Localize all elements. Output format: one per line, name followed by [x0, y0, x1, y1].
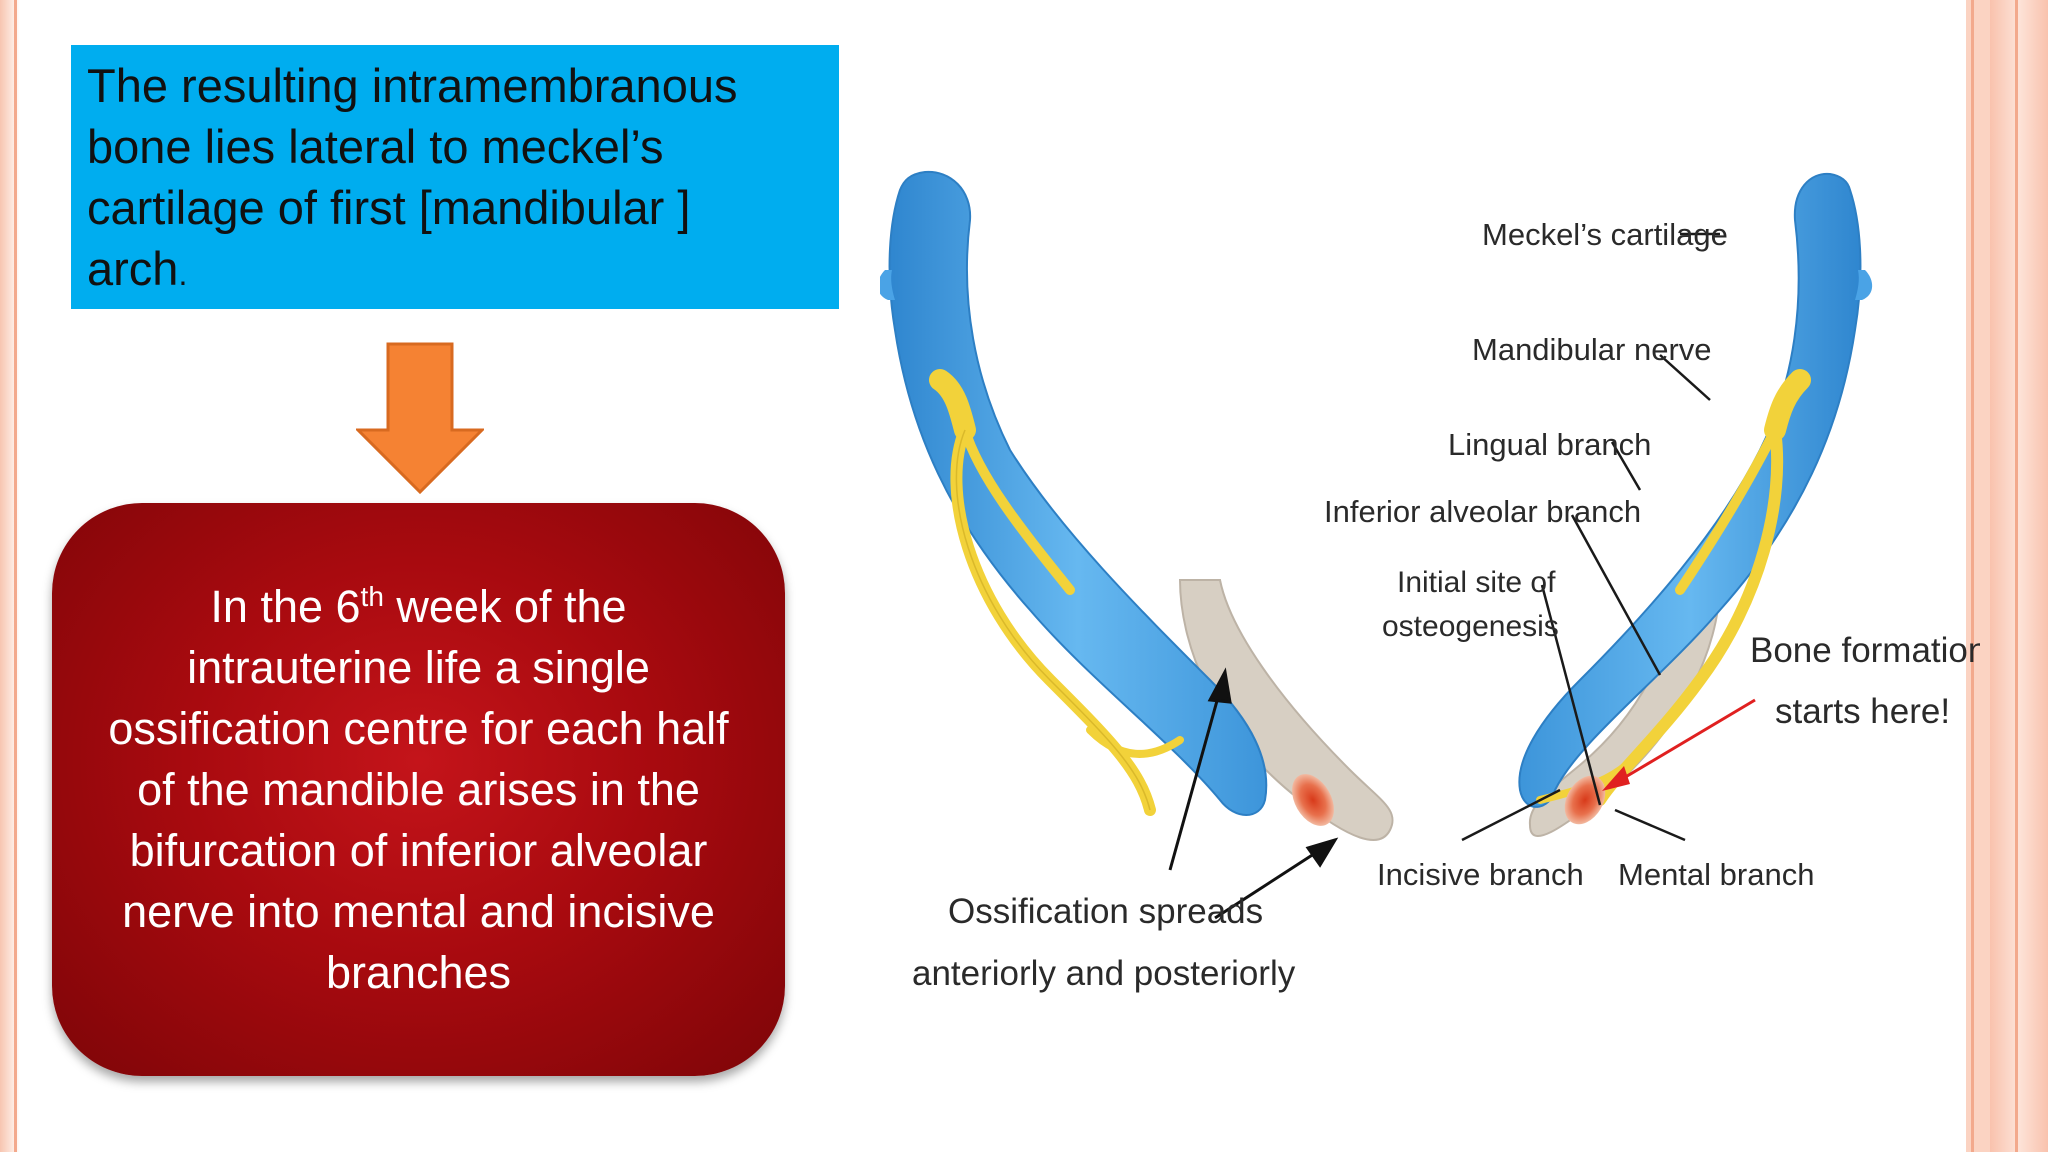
label-lingual-branch: Lingual branch	[1448, 427, 1651, 462]
label-incisive-branch: Incisive branch	[1377, 857, 1584, 892]
label-mental-branch: Mental branch	[1618, 857, 1814, 892]
left-frame-border	[0, 0, 20, 1152]
intro-text: The resulting intramembranous bone lies …	[87, 55, 823, 305]
right-meckels-cartilage	[1518, 172, 1862, 808]
left-cartilage-hook	[880, 270, 895, 300]
intro-line-2: bone lies lateral to meckel’s	[87, 120, 664, 173]
intro-tail: .	[178, 256, 188, 292]
left-nerve-outline	[955, 429, 1151, 811]
label-ossification-line2: anteriorly and posteriorly	[912, 954, 1296, 993]
intro-line-3: cartilage of first [mandibular ]	[87, 181, 691, 234]
label-ossification-line1: Ossification spreads	[948, 892, 1263, 931]
left-ossification-centre	[1292, 774, 1334, 826]
mandible-ossification-diagram: Meckel’s cartilage Mandibular nerve Ling…	[880, 170, 1980, 993]
label-bone-formation-line2: starts here!	[1775, 692, 1950, 731]
down-arrow-icon	[356, 342, 484, 494]
main-text-start: In the 6	[210, 581, 361, 632]
spread-arrows-icon	[1168, 667, 1339, 920]
main-text-superscript: th	[360, 581, 384, 612]
intro-text-box: The resulting intramembranous bone lies …	[71, 45, 839, 309]
leader-lines	[1461, 232, 1720, 842]
main-text-box: In the 6th week of the intrauterine life…	[52, 503, 785, 1076]
left-frame-line	[14, 0, 17, 1152]
label-inferior-alveolar-branch: Inferior alveolar branch	[1324, 494, 1641, 529]
right-cartilage-hook	[1855, 270, 1873, 300]
label-initial-site-line2: osteogenesis	[1382, 610, 1559, 643]
right-frame-band	[1990, 0, 2048, 1152]
red-arrow-icon	[1602, 698, 1756, 791]
intro-line-1: The resulting intramembranous	[87, 59, 738, 112]
left-meckels-cartilage	[888, 170, 1268, 816]
label-bone-formation-line1: Bone formation	[1750, 631, 1980, 670]
label-meckels-cartilage: Meckel’s cartilage	[1482, 217, 1728, 252]
label-initial-site-line1: Initial site of	[1397, 566, 1556, 599]
label-mandibular-nerve: Mandibular nerve	[1472, 332, 1712, 367]
main-text: In the 6th week of the intrauterine life…	[99, 576, 739, 1003]
right-frame-line	[1971, 0, 1974, 1152]
right-frame-line	[2015, 0, 2018, 1152]
main-text-rest: week of the intrauterine life a single o…	[108, 581, 729, 998]
intro-line-4: arch	[87, 242, 179, 295]
